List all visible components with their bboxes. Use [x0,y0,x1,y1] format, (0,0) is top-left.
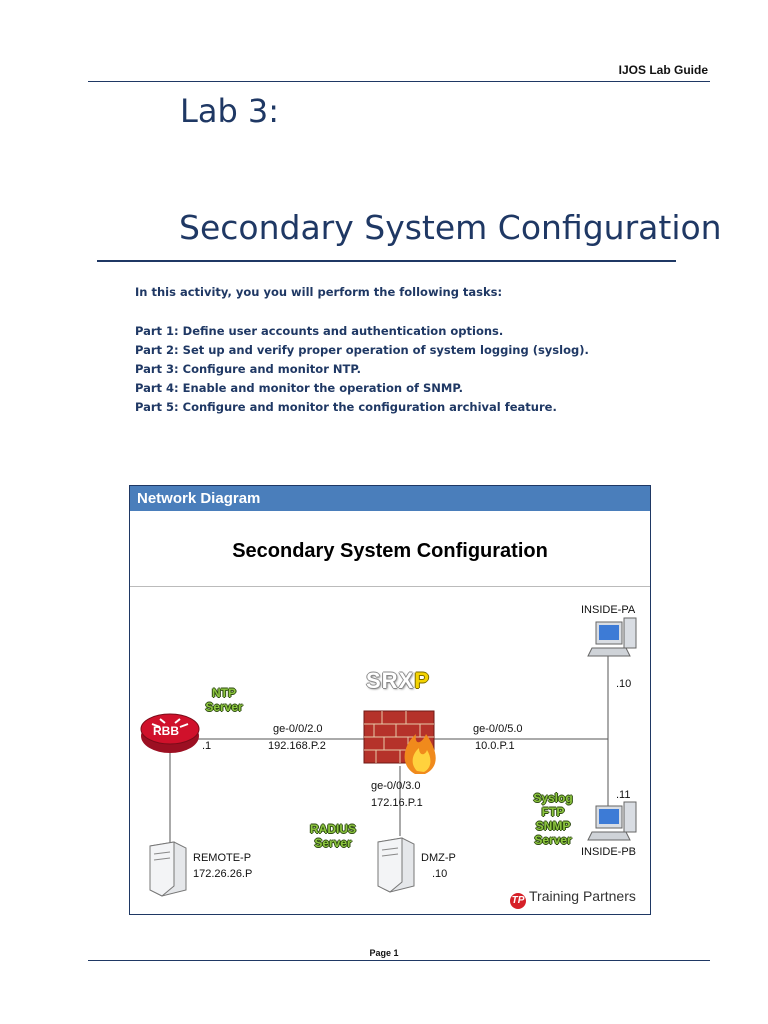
router-icon [140,713,200,753]
server-icon-dmz [377,837,415,893]
guide-title: IJOS Lab Guide [618,63,708,77]
tp-logo-icon: TP [510,893,526,909]
computer-icon-inside-pb [587,801,637,841]
firewall-icon [363,710,436,774]
subnet-left: 192.168.P.2 [268,740,326,752]
rbb-address: .1 [202,740,212,752]
network-diagram: Network Diagram Secondary System Configu… [129,485,651,915]
list-item: Part 4: Enable and monitor the operation… [135,381,464,395]
title-rule [97,260,676,262]
footer-rule [88,960,710,961]
list-item: Part 3: Configure and monitor NTP. [135,362,362,376]
iface-left: ge-0/0/2.0 [273,723,323,735]
header-rule [88,81,710,82]
server-icon-remote [149,841,187,897]
syslog-server-label: Syslog FTP SNMP Server [533,791,573,847]
remote-name: REMOTE-P [193,852,252,864]
diagram-subtitle: Secondary System Configuration [130,511,650,587]
iface-bottom: ge-0/0/3.0 [371,780,421,792]
list-item: Part 5: Configure and monitor the config… [135,400,557,414]
list-item: Part 2: Set up and verify proper operati… [135,343,589,357]
diagram-header: Network Diagram [130,486,650,511]
remote-address: 172.26.26.P [193,868,253,880]
dmz-address: .10 [432,868,448,880]
inside-pb-label: INSIDE-PB [581,846,637,858]
intro-text: In this activity, you you will perform t… [135,285,503,299]
lab-number-title: Lab 3: [180,92,280,130]
page-number: Page 1 [369,948,399,958]
srx-label: SRXP [366,668,430,693]
dmz-name: DMZ-P [421,852,456,864]
computer-icon-inside-pa [587,617,637,657]
list-item: Part 1: Define user accounts and authent… [135,324,504,338]
page-title: Secondary System Configuration [179,208,722,247]
inside-pa-label: INSIDE-PA [581,604,636,616]
inside-pb-address: .11 [616,789,631,801]
subnet-bottom: 172.16.P.1 [371,797,423,809]
subnet-right: 10.0.P.1 [475,740,515,752]
rbb-label: RBB [153,724,179,738]
task-list: Part 1: Define user accounts and authent… [135,322,589,417]
iface-right: ge-0/0/5.0 [473,723,523,735]
inside-pa-address: .10 [616,678,632,690]
diagram-links [140,617,637,897]
